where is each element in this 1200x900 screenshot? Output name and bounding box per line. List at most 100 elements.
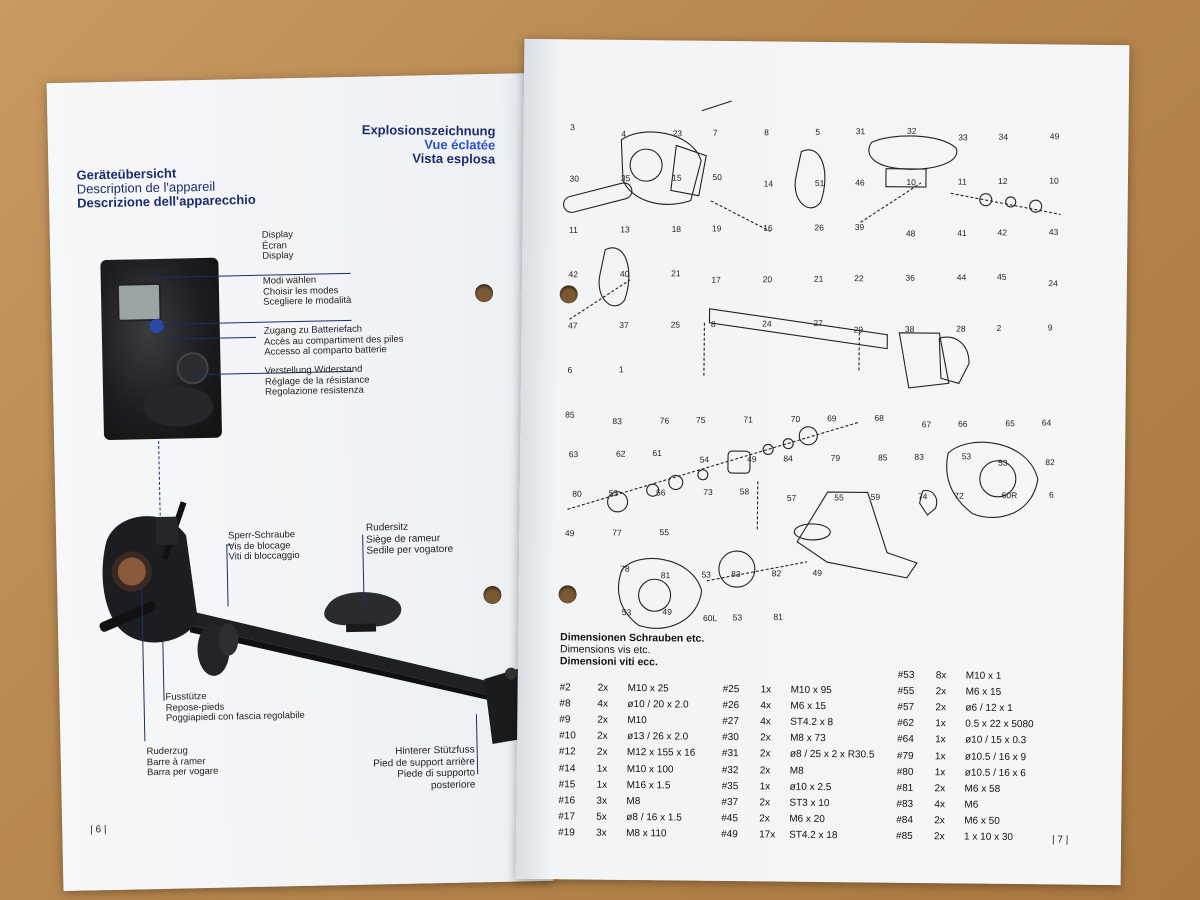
- part-cover-right-60R: [946, 441, 1039, 518]
- dimension-code: #55: [897, 685, 915, 697]
- part-number-label: 82: [1045, 457, 1055, 467]
- callout-battery: Zugang zu Batteriefach Accès au comparti…: [264, 324, 404, 358]
- dimension-spec: M8: [626, 795, 641, 808]
- part-number-label: 17: [711, 275, 721, 285]
- part-flywheel-axis-lower: [706, 561, 808, 582]
- part-number-label: 24: [1048, 278, 1058, 288]
- dimension-code: #14: [558, 762, 576, 774]
- dimension-qty: 2x: [597, 714, 608, 726]
- dimension-spec: ø10 x 2.5: [789, 781, 832, 793]
- callout-lock-screw-it: Viti di bloccaggio: [228, 550, 300, 563]
- overview-title-it: Descrizione dell'apparecchio: [76, 191, 256, 211]
- callout-display-it: Display: [262, 250, 294, 262]
- dimension-spec: M8: [789, 765, 804, 777]
- part-main-frame: [796, 491, 918, 579]
- part-number-label: 33: [958, 132, 968, 142]
- part-roller-2: [1005, 196, 1017, 208]
- dimension-qty: 4x: [760, 716, 771, 728]
- part-number-label: 71: [743, 414, 753, 424]
- dimension-spec: ø13 / 26 x 2.0: [627, 731, 689, 743]
- part-number-label: 27: [813, 318, 823, 328]
- part-number-label: 55: [834, 492, 844, 502]
- part-number-label: 18: [672, 224, 682, 234]
- part-number-label: 25: [671, 320, 681, 330]
- part-number-label: 10: [1049, 176, 1059, 186]
- dimension-code: #53: [897, 669, 915, 681]
- part-flywheel-shaft: [567, 421, 859, 510]
- part-spacer-71: [782, 438, 794, 450]
- dimension-code: #62: [897, 717, 915, 730]
- left-page: Geräteübersicht Description de l'apparei…: [46, 72, 554, 892]
- dimension-code: #35: [721, 780, 739, 792]
- part-number-label: 53: [701, 569, 711, 579]
- part-number-label: 51: [815, 178, 825, 188]
- part-number-label: 82: [772, 568, 782, 578]
- part-number-label: 35: [621, 173, 631, 183]
- dimension-spec: ø8 / 16 x 1.5: [626, 812, 682, 824]
- part-number-label: 69: [827, 413, 837, 423]
- part-number-label: 60R: [1002, 490, 1018, 500]
- part-number-label: 37: [619, 320, 629, 330]
- callout-footrest: Fusstütze Repose-pieds Poggiapiedi con f…: [165, 690, 305, 724]
- dimension-spec: ST4.2 x 8: [790, 716, 834, 729]
- part-number-label: 66: [958, 419, 968, 429]
- part-number-label: 24: [762, 319, 772, 329]
- part-bearing-62: [668, 474, 684, 491]
- mode-button: [149, 318, 164, 334]
- part-number-label: 63: [569, 449, 579, 459]
- dimension-code: #9: [559, 714, 571, 726]
- part-number-label: 39: [855, 222, 865, 232]
- overview-title: Geräteübersicht Description de l'apparei…: [76, 165, 256, 211]
- part-number-label: 11: [569, 225, 578, 235]
- dimension-spec: M10 x 95: [790, 684, 832, 696]
- part-number-label: 22: [854, 273, 864, 283]
- part-number-label: 8: [764, 127, 769, 137]
- part-number-label: 61: [652, 448, 662, 458]
- dimension-qty: 2x: [759, 748, 771, 760]
- callout-seat-it: Sedile per vogatore: [366, 543, 454, 557]
- part-magnet-6: [918, 490, 938, 516]
- dimension-qty: 2x: [597, 730, 608, 742]
- part-number-label: 49: [747, 454, 757, 464]
- part-number-label: 62: [616, 449, 626, 459]
- part-number-label: 80: [572, 489, 582, 499]
- rower-rear-foot: [484, 667, 526, 745]
- dimension-code: #26: [722, 699, 740, 711]
- page-number-right: | 7 |: [1051, 834, 1069, 846]
- console-base: [142, 385, 214, 428]
- part-number-label: 76: [660, 416, 670, 426]
- dimension-spec: ø10.5 / 16 x 6: [964, 767, 1026, 779]
- part-cover-left-window: [638, 578, 672, 612]
- part-number-label: 2: [996, 323, 1001, 333]
- dimension-qty: 1x: [596, 763, 608, 775]
- dimension-spec: ST3 x 10: [789, 797, 830, 809]
- part-flywheel-78: [718, 550, 756, 588]
- dimension-code: #25: [722, 683, 740, 695]
- dimension-code: #17: [558, 811, 576, 823]
- dimension-qty: 2x: [935, 702, 947, 714]
- dimension-qty: 4x: [934, 799, 946, 811]
- part-number-label: 53: [962, 451, 972, 461]
- part-number-label: 21: [671, 268, 681, 278]
- part-drive-pulley: [607, 491, 629, 513]
- dimension-qty: 4x: [760, 700, 772, 712]
- dimension-qty: 2x: [759, 797, 771, 809]
- part-rear-end-cap: [938, 336, 970, 385]
- part-roller-1: [979, 193, 993, 207]
- part-number-label: 26: [814, 222, 824, 232]
- part-number-label: 10: [906, 177, 916, 187]
- part-footrest-axle: [569, 279, 631, 320]
- dimension-code: #83: [896, 798, 914, 811]
- callout-resistance: Verstellung Widerstand Réglage de la rés…: [265, 364, 370, 399]
- dimension-code: #37: [721, 796, 739, 809]
- part-spacer-69: [762, 443, 774, 455]
- dimension-code: #15: [558, 778, 576, 791]
